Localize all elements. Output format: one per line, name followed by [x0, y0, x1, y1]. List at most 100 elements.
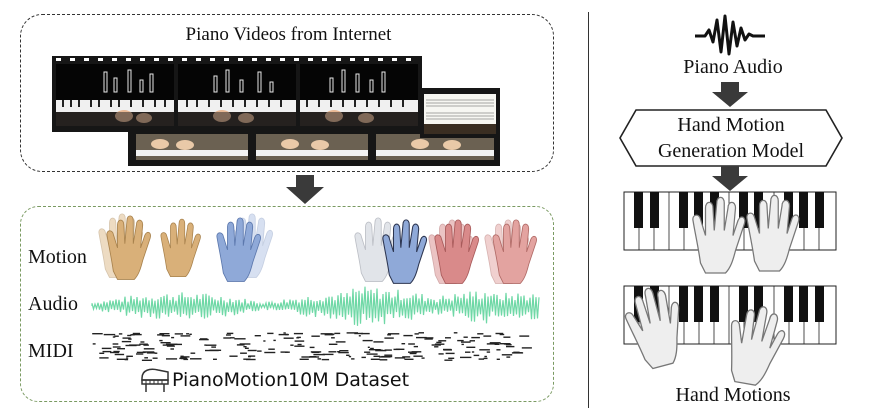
midi-note: [183, 358, 189, 361]
midi-note: [248, 355, 251, 358]
midi-note: [444, 359, 453, 361]
midi-note: [92, 343, 96, 345]
midi-note: [313, 353, 325, 356]
midi-note: [103, 333, 116, 336]
midi-note: [189, 333, 192, 335]
midi-note: [465, 351, 471, 353]
midi-note: [140, 341, 145, 343]
midi-note: [139, 343, 148, 345]
midi-note: [154, 352, 158, 354]
midi-note: [273, 339, 276, 342]
midi-note: [460, 356, 472, 359]
midi-note: [246, 358, 256, 361]
midi-note: [337, 351, 341, 353]
midi-note: [110, 351, 120, 354]
filmstrip-main: [52, 56, 422, 132]
midi-note: [457, 339, 464, 342]
midi-note: [264, 351, 276, 354]
midi-note: [223, 337, 231, 339]
piano-audio-label: Piano Audio: [683, 56, 783, 78]
midi-note: [338, 351, 349, 354]
midi-note: [112, 346, 121, 348]
midi-note: [166, 345, 175, 347]
midi-note: [483, 357, 488, 360]
midi-note: [381, 355, 393, 358]
midi-note: [278, 333, 289, 336]
midi-note: [101, 347, 112, 350]
midi-note: [366, 353, 378, 355]
midi-note: [240, 352, 247, 354]
midi-note: [324, 334, 334, 336]
midi-note: [384, 337, 394, 339]
midi-note: [518, 352, 523, 354]
midi-note: [174, 333, 183, 335]
midi-note: [334, 332, 341, 335]
midi-note: [248, 355, 256, 357]
generated-hand-motions: [619, 191, 837, 390]
midi-note: [186, 333, 189, 335]
midi-note: [506, 345, 515, 348]
midi-note: [445, 337, 451, 339]
midi-note: [484, 355, 487, 358]
midi-note: [402, 356, 411, 358]
motion-label: Motion: [28, 246, 87, 268]
midi-note: [213, 358, 217, 360]
midi-note: [351, 358, 355, 360]
midi-note: [284, 333, 288, 336]
midi-note: [229, 355, 238, 357]
midi-note: [126, 355, 133, 357]
midi-note: [290, 344, 294, 346]
midi-note: [503, 336, 511, 338]
filmstrip-sheet-music: [420, 88, 500, 138]
midi-note: [421, 357, 425, 359]
hand-blue-1: [216, 213, 274, 282]
midi-note: [494, 343, 500, 345]
midi-note: [394, 357, 406, 359]
midi-note: [239, 343, 251, 345]
midi-note: [367, 346, 370, 348]
midi-note: [114, 353, 125, 356]
midi-note: [413, 355, 423, 357]
midi-note: [434, 346, 439, 348]
midi-note: [280, 351, 288, 353]
midi-note: [226, 332, 234, 335]
midi-roll: [92, 332, 532, 361]
midi-note: [309, 356, 317, 358]
midi-note: [206, 344, 217, 346]
midi-note: [373, 355, 381, 357]
midi-note: [339, 350, 349, 352]
midi-note: [99, 352, 105, 354]
midi-note: [413, 345, 418, 348]
midi-note: [243, 346, 247, 348]
midi-note: [268, 348, 275, 350]
midi-note: [102, 350, 112, 353]
midi-note: [190, 352, 196, 354]
midi-note: [226, 334, 231, 336]
midi-label: MIDI: [28, 340, 74, 362]
midi-note: [483, 335, 492, 337]
midi-note: [408, 351, 418, 353]
midi-note: [346, 354, 350, 356]
midi-note: [294, 340, 305, 342]
midi-note: [117, 348, 125, 350]
midi-note: [401, 343, 406, 345]
midi-note: [322, 353, 334, 356]
midi-note: [285, 351, 290, 353]
midi-note: [513, 351, 520, 353]
midi-note: [141, 359, 152, 361]
midi-note: [152, 357, 158, 359]
midi-note: [200, 338, 208, 340]
hand-red-2: [484, 219, 538, 284]
hand-yellow-2: [160, 218, 201, 278]
audio-waveform: [91, 286, 540, 326]
midi-note: [499, 333, 505, 336]
midi-note: [211, 346, 216, 348]
midi-note: [438, 353, 444, 355]
midi-note: [471, 351, 475, 353]
midi-note: [434, 343, 445, 345]
midi-note: [236, 344, 245, 346]
midi-note: [136, 353, 144, 355]
video-source-box: [20, 14, 554, 172]
midi-note: [309, 346, 315, 349]
midi-note: [244, 347, 249, 349]
